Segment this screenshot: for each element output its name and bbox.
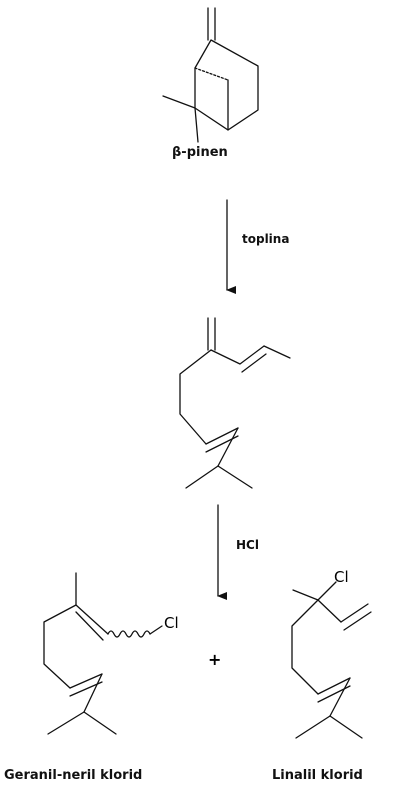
myrcene-structure <box>179 317 291 489</box>
linalyl-chloride-cl-atom: Cl <box>334 568 349 586</box>
beta-pinene-label: β-pinen <box>172 145 228 160</box>
geranyl-chloride-cl-atom: Cl <box>164 614 179 632</box>
linalyl-chloride-label: Linalil klorid <box>272 768 363 783</box>
beta-pinene-structure <box>162 7 259 143</box>
plus-sign: + <box>208 650 222 669</box>
reagent-hcl: HCl <box>236 538 259 552</box>
geranyl-neryl-chloride-label: Geranil-neril klorid <box>4 768 143 783</box>
reagent-heat: toplina <box>242 232 290 246</box>
geranyl-neryl-chloride-structure <box>43 572 163 735</box>
linalyl-chloride-structure <box>291 581 372 739</box>
